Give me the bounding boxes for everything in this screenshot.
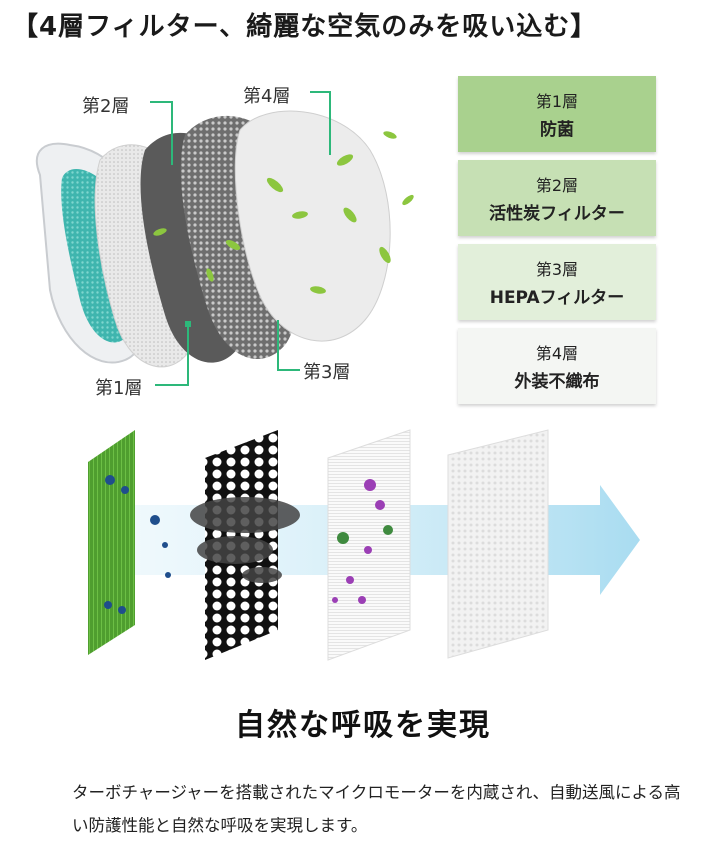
body-text: ターボチャージャーを搭載されたマイクロモーターを内蔵され、自動送風による高い防護… [72, 783, 681, 835]
legend-layer4-name: 外装不織布 [514, 372, 600, 392]
legend-layer1: 第1層 防菌 [458, 76, 656, 152]
panel-carbon [205, 430, 278, 660]
legend-layer4: 第4層 外装不織布 [458, 328, 656, 404]
legend-layer3-title: 第3層 [535, 260, 579, 279]
panel-hepa [327, 429, 411, 661]
airflow-arrow [90, 485, 640, 595]
label-layer3: 第3層 [303, 362, 351, 383]
legend-layer1-title: 第1層 [535, 92, 579, 111]
label-layer2: 第2層 [82, 96, 130, 117]
label-layer1: 第1層 [95, 378, 143, 399]
page-title: 【4層フィルター、綺麗な空気のみを吸い込む】 [12, 12, 598, 42]
germ-particles [104, 475, 393, 614]
legend-layer2: 第2層 活性炭フィルター [458, 160, 656, 236]
leader-lines [150, 91, 331, 386]
filter-layers-illustration [35, 91, 414, 386]
leaf-particles [153, 131, 414, 294]
legend-layer2-name: 活性炭フィルター [489, 204, 625, 224]
legend-layer4-title: 第4層 [535, 344, 579, 363]
legend-layer3: 第3層 HEPAフィルター [458, 244, 656, 320]
dust-particles [190, 497, 300, 583]
legend-layer3-name: HEPAフィルター [489, 288, 625, 308]
panel-antibacterial [88, 430, 135, 655]
legend-layer2-title: 第2層 [535, 176, 579, 195]
subheading: 自然な呼吸を実現 [235, 708, 491, 743]
panel-nonwoven [447, 429, 549, 659]
label-layer4: 第4層 [243, 86, 291, 107]
legend-layer1-name: 防菌 [540, 120, 574, 140]
layer4-shape [234, 110, 391, 342]
